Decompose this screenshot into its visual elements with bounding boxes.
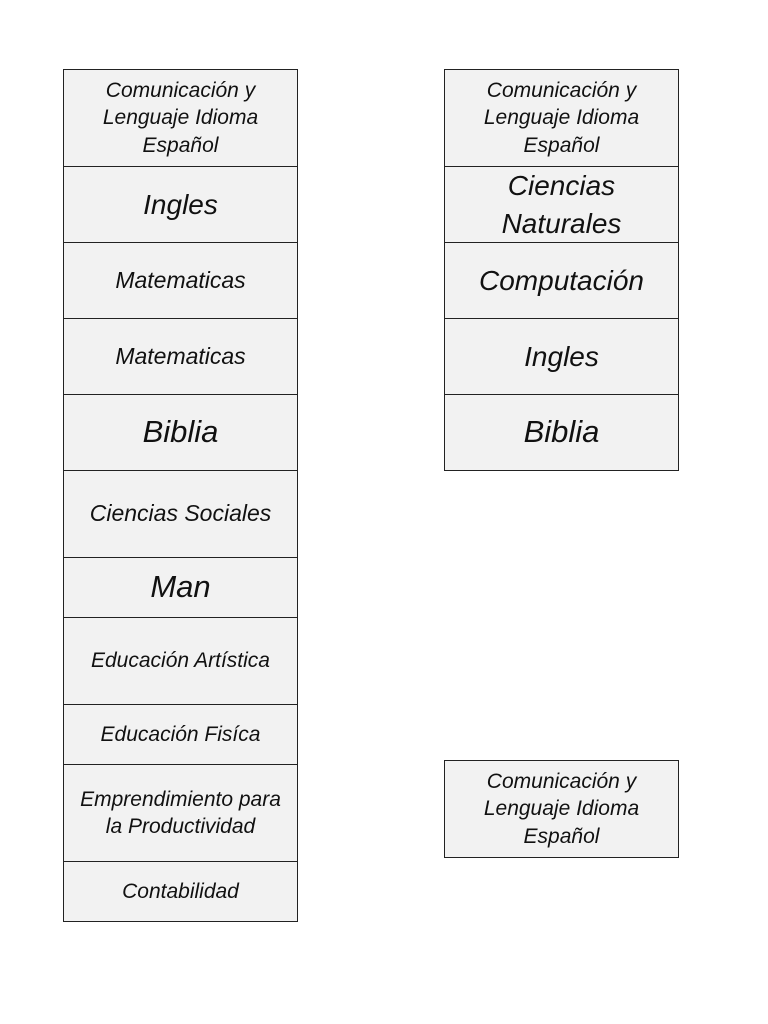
subject-label: Contabilidad — [122, 879, 239, 903]
subject-cell: Ingles — [63, 166, 298, 243]
subject-cell: Contabilidad — [63, 861, 298, 922]
subject-label: Ingles — [524, 340, 599, 372]
subject-label: Ciencias Naturales — [501, 169, 622, 239]
subject-cell: Matematicas — [63, 318, 298, 395]
subject-label: Emprendimiento para la Productividad — [80, 787, 281, 838]
subject-label: Comunicación y Lenguaje Idioma Español — [102, 79, 259, 157]
subject-label: Comunicación y Lenguaje Idioma Español — [483, 79, 640, 157]
subject-cell: Biblia — [63, 394, 298, 471]
subject-cell: Ciencias Naturales — [444, 166, 679, 243]
subject-label: Ingles — [143, 188, 218, 220]
subject-label: Man — [150, 569, 211, 605]
subject-cell: Matematicas — [63, 242, 298, 319]
subject-cell: Man — [63, 557, 298, 618]
left-schedule-column: Comunicación y Lenguaje Idioma Español I… — [63, 69, 298, 922]
right-schedule-column: Comunicación y Lenguaje Idioma Español C… — [444, 69, 679, 471]
subject-cell: Comunicación y Lenguaje Idioma Español — [444, 760, 679, 858]
subject-cell: Emprendimiento para la Productividad — [63, 764, 298, 862]
subject-label: Educación Fisíca — [100, 722, 261, 746]
subject-cell: Comunicación y Lenguaje Idioma Español — [63, 69, 298, 167]
subject-cell: Ingles — [444, 318, 679, 395]
subject-label: Matematicas — [115, 342, 246, 369]
subject-cell: Educación Artística — [63, 617, 298, 705]
subject-label: Biblia — [523, 414, 600, 450]
subject-label: Biblia — [142, 414, 219, 450]
subject-label: Educación Artística — [91, 649, 270, 673]
subject-cell: Computación — [444, 242, 679, 319]
subject-cell: Educación Fisíca — [63, 704, 298, 765]
subject-label: Computación — [479, 264, 644, 296]
right-bottom-column: Comunicación y Lenguaje Idioma Español — [444, 760, 679, 858]
subject-cell: Ciencias Sociales — [63, 470, 298, 558]
subject-label: Matematicas — [115, 266, 246, 293]
subject-cell: Biblia — [444, 394, 679, 471]
subject-cell: Comunicación y Lenguaje Idioma Español — [444, 69, 679, 167]
subject-label: Ciencias Sociales — [89, 500, 272, 527]
subject-label: Comunicación y Lenguaje Idioma Español — [483, 770, 640, 848]
